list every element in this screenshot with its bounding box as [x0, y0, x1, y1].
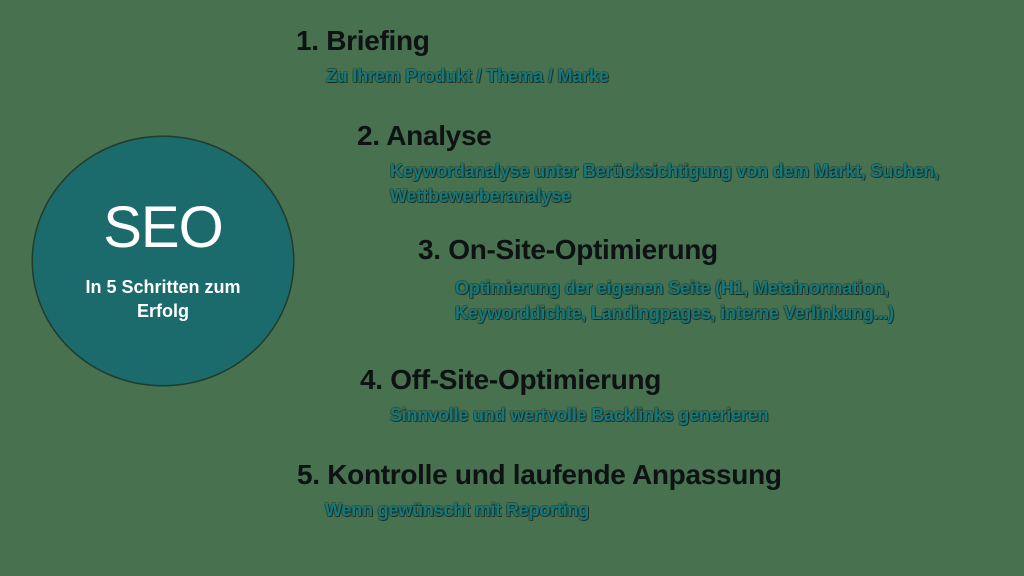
step-subtitle-line: Keyworddichte, Landingpages, interne Ver…: [455, 303, 894, 323]
step-heading: 3. On-Site-Optimierung: [418, 234, 718, 265]
step-subtitle-line: Zu Ihrem Produkt / Thema / Marke: [326, 66, 609, 86]
step-heading: 1. Briefing: [296, 25, 430, 56]
step-subtitle-line: Optimierung der eigenen Seite (H1, Metai…: [455, 278, 890, 298]
step-heading: 5. Kontrolle und laufende Anpassung: [297, 459, 782, 490]
step-kontrolle-anpassung: 5. Kontrolle und laufende Anpassung Wenn…: [297, 458, 782, 523]
step-subtitle-line: Wettbewerberanalyse: [390, 186, 571, 206]
step-heading: 2. Analyse: [357, 120, 492, 151]
seo-badge-subtitle: In 5 Schritten zum Erfolg: [85, 277, 241, 321]
step-heading: 4. Off-Site-Optimierung: [360, 364, 662, 395]
step-off-site-optimierung: 4. Off-Site-Optimierung Sinnvolle und we…: [360, 363, 769, 428]
step-subtitle-line: Wenn gewünscht mit Reporting: [325, 500, 590, 520]
step-analyse: 2. Analyse Keywordanalyse unter Berücksi…: [357, 119, 939, 209]
seo-badge-title: SEO: [103, 195, 223, 260]
step-briefing: 1. Briefing Zu Ihrem Produkt / Thema / M…: [296, 24, 609, 89]
step-subtitle-line: Sinnvolle und wertvolle Backlinks generi…: [390, 405, 769, 425]
step-subtitle-line: Keywordanalyse unter Berücksichtigung vo…: [390, 161, 940, 181]
seo-badge: SEO In 5 Schritten zum Erfolg: [33, 137, 293, 385]
step-on-site-optimierung: 3. On-Site-Optimierung Optimierung der e…: [418, 233, 894, 326]
